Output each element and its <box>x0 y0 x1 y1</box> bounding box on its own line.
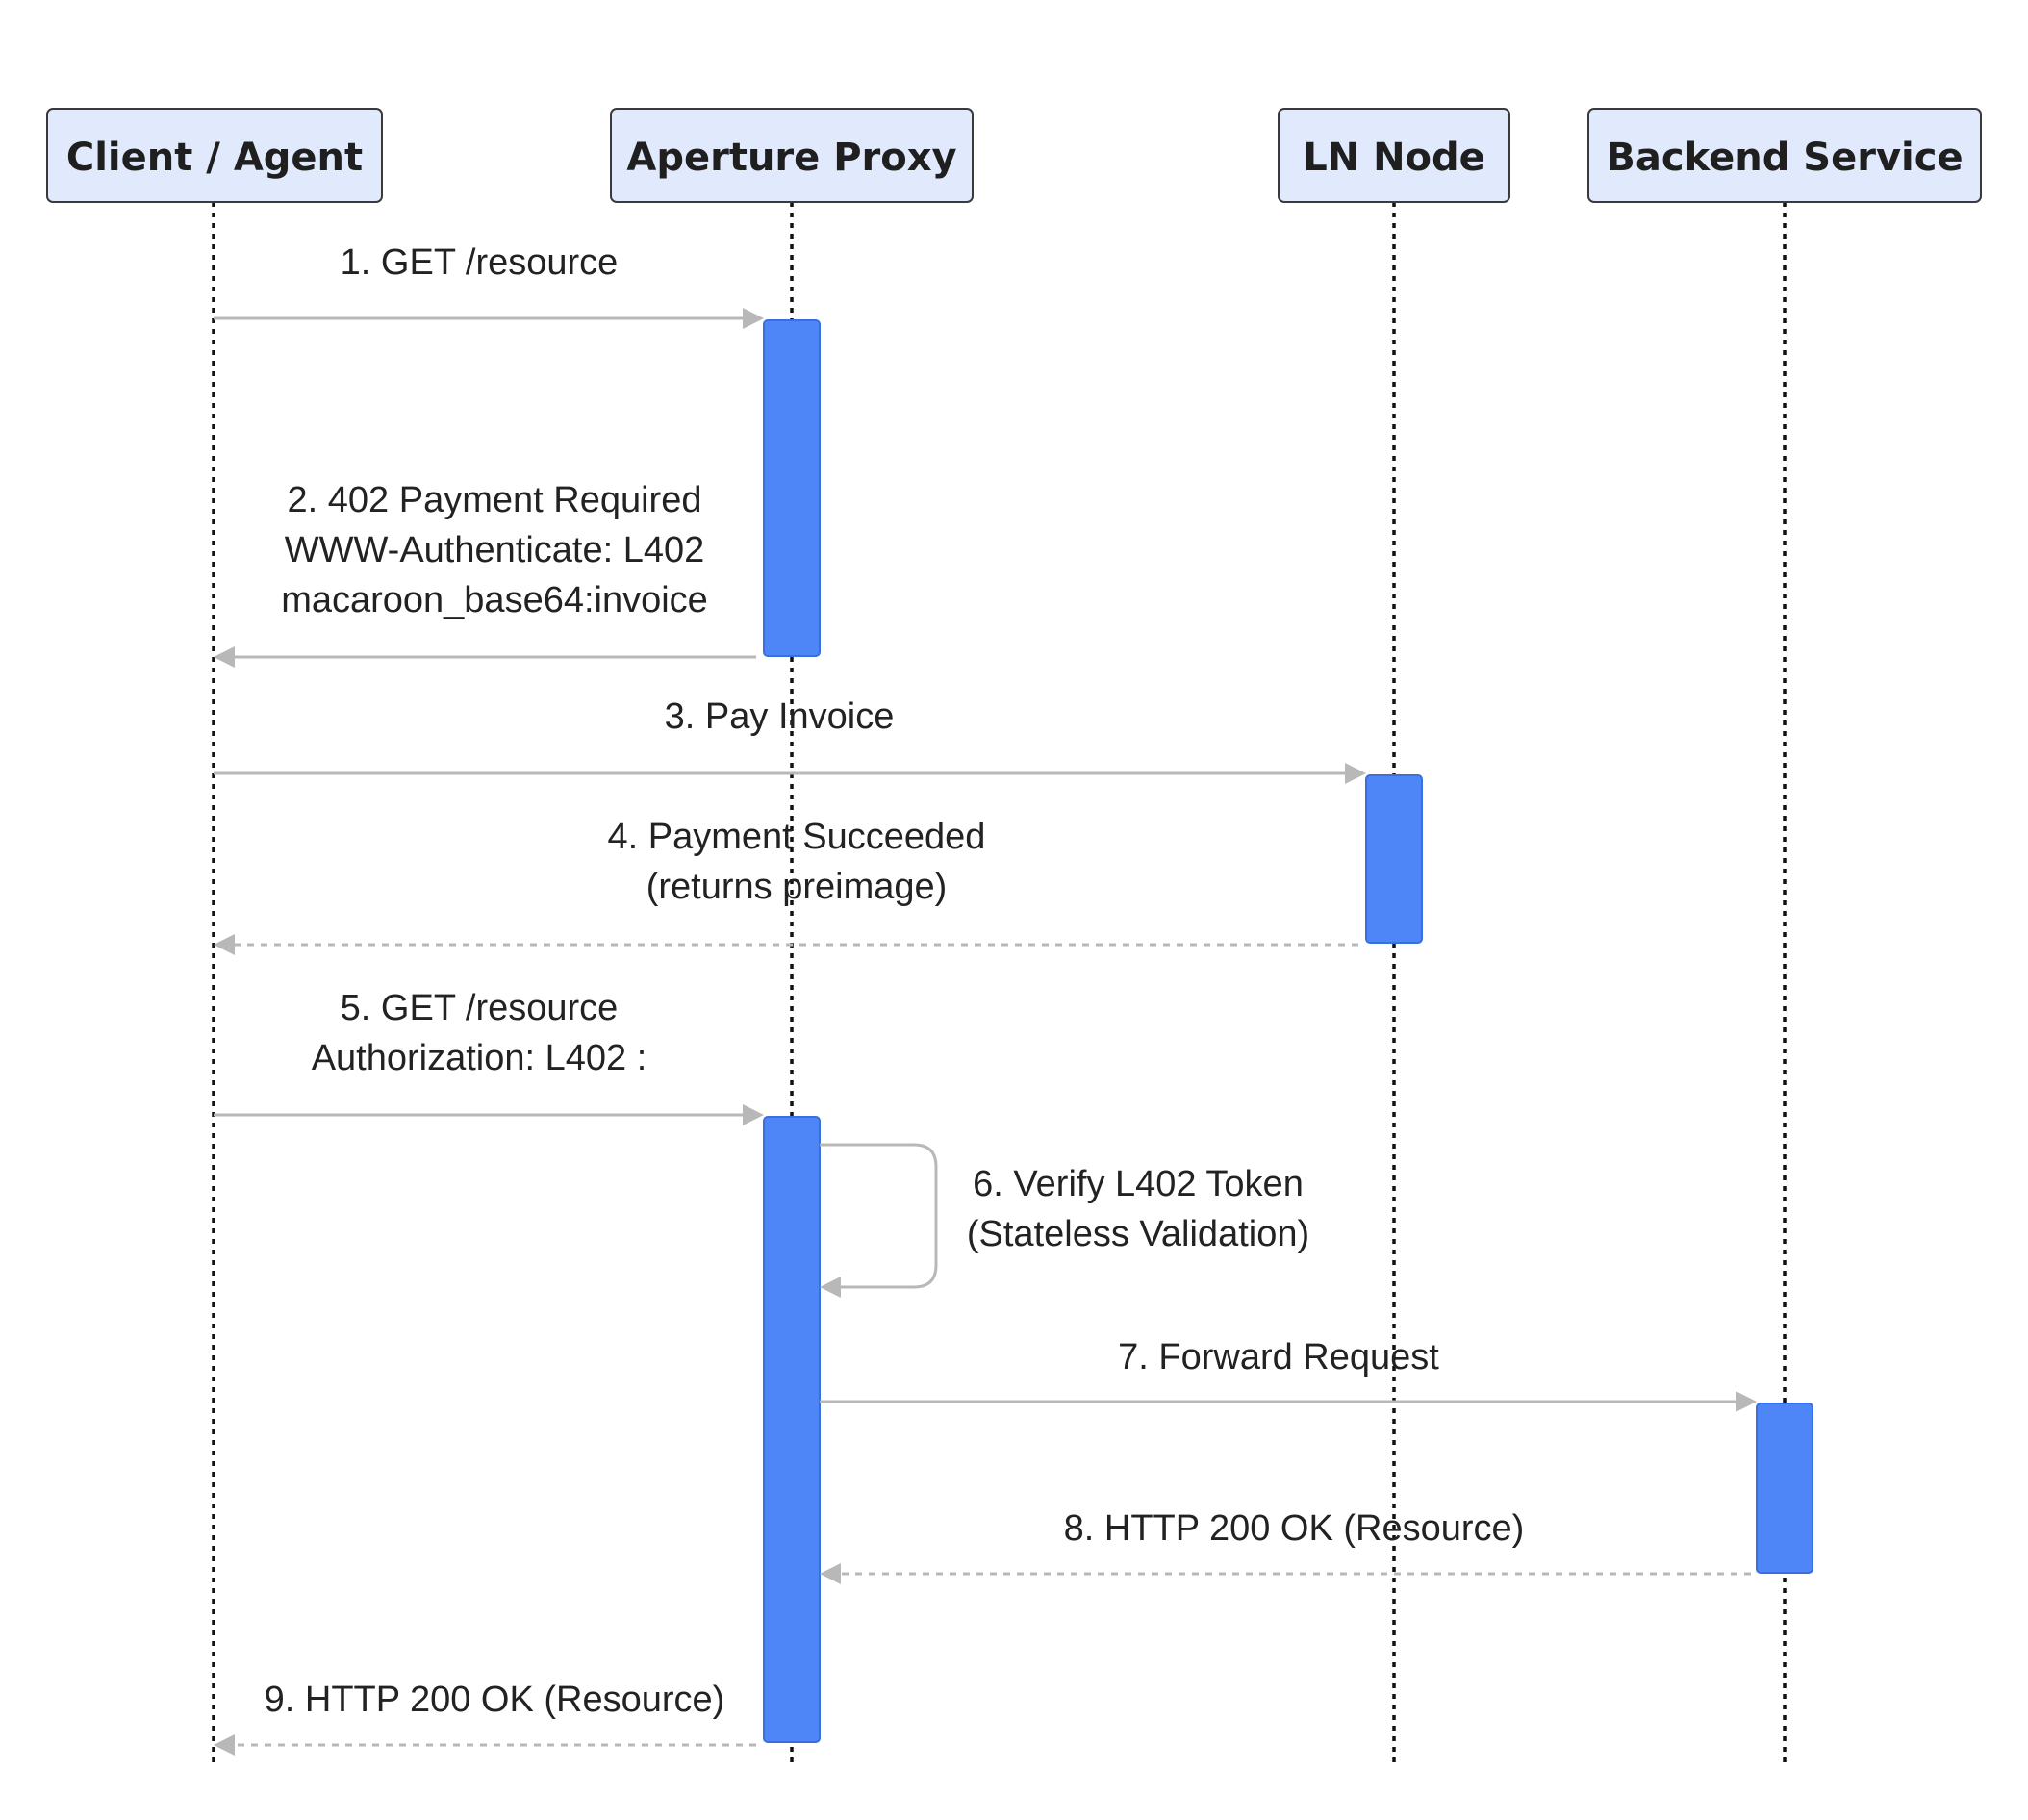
message-7: 7. Forward Request <box>820 1337 1757 1412</box>
message-2: 2. 402 Payment Required WWW-Authenticate… <box>214 480 756 668</box>
message-6-loop-line <box>820 1143 938 1289</box>
actor-label-backend: Backend Service <box>1606 136 1963 180</box>
activation-proxy-2 <box>763 1116 821 1743</box>
actor-box-client <box>46 108 383 203</box>
message-8: 8. HTTP 200 OK (Resource) <box>820 1508 1751 1584</box>
actor-ln-node: LN Node <box>1278 108 1510 203</box>
message-7-label: 7. Forward Request <box>1118 1337 1439 1378</box>
message-1-label: 1. GET /resource <box>341 242 619 283</box>
message-5-arrowhead <box>743 1104 764 1125</box>
actor-box-backend <box>1587 108 1982 203</box>
message-9-label: 9. HTTP 200 OK (Resource) <box>265 1680 725 1720</box>
message-2-label-line-1: 2. 402 Payment Required <box>288 480 702 520</box>
activation-backend <box>1756 1403 1813 1574</box>
message-9-arrowhead <box>214 1734 235 1756</box>
message-4-label-line-2: (returns preimage) <box>646 867 948 907</box>
message-8-label: 8. HTTP 200 OK (Resource) <box>1064 1508 1525 1549</box>
message-1: 1. GET /resource <box>214 242 764 329</box>
message-6-label-line-1: 6. Verify L402 Token <box>973 1164 1304 1204</box>
message-6: 6. Verify L402 Token (Stateless Validati… <box>820 1143 1309 1298</box>
message-4: 4. Payment Succeeded (returns preimage) <box>214 817 1358 955</box>
message-6-arrowhead <box>820 1277 841 1298</box>
actor-label-client: Client / Agent <box>66 136 363 180</box>
messages: 1. GET /resource 2. 402 Payment Required… <box>214 242 1757 1756</box>
message-6-label-line-2: (Stateless Validation) <box>967 1214 1309 1254</box>
actor-label-ln-node: LN Node <box>1303 136 1485 180</box>
message-9: 9. HTTP 200 OK (Resource) <box>214 1680 756 1756</box>
message-5-label-line-1: 5. GET /resource <box>341 988 619 1028</box>
activation-proxy-1 <box>763 319 821 657</box>
message-1-arrowhead <box>743 308 764 329</box>
actor-box-proxy <box>610 108 974 203</box>
actor-proxy: Aperture Proxy <box>610 108 974 203</box>
actor-client: Client / Agent <box>46 108 383 203</box>
activation-ln-node <box>1365 774 1423 944</box>
message-3: 3. Pay Invoice <box>214 696 1366 784</box>
message-2-label-line-3: macaroon_base64:invoice <box>281 580 708 620</box>
message-2-arrowhead <box>214 646 235 668</box>
actor-backend: Backend Service <box>1587 108 1982 203</box>
message-4-label-line-1: 4. Payment Succeeded <box>608 817 986 857</box>
message-5-label-line-2: Authorization: L402 : <box>312 1038 647 1078</box>
lifelines <box>212 202 1787 1765</box>
activations <box>763 319 1813 1743</box>
message-7-arrowhead <box>1736 1391 1757 1412</box>
message-5: 5. GET /resource Authorization: L402 : <box>214 988 764 1125</box>
message-3-label: 3. Pay Invoice <box>665 696 895 737</box>
actor-box-ln-node <box>1278 108 1510 203</box>
message-4-arrowhead <box>214 934 235 955</box>
message-2-label-line-2: WWW-Authenticate: L402 <box>285 530 704 570</box>
message-3-arrowhead <box>1345 763 1366 784</box>
message-8-arrowhead <box>820 1563 841 1584</box>
actor-label-proxy: Aperture Proxy <box>626 136 956 180</box>
